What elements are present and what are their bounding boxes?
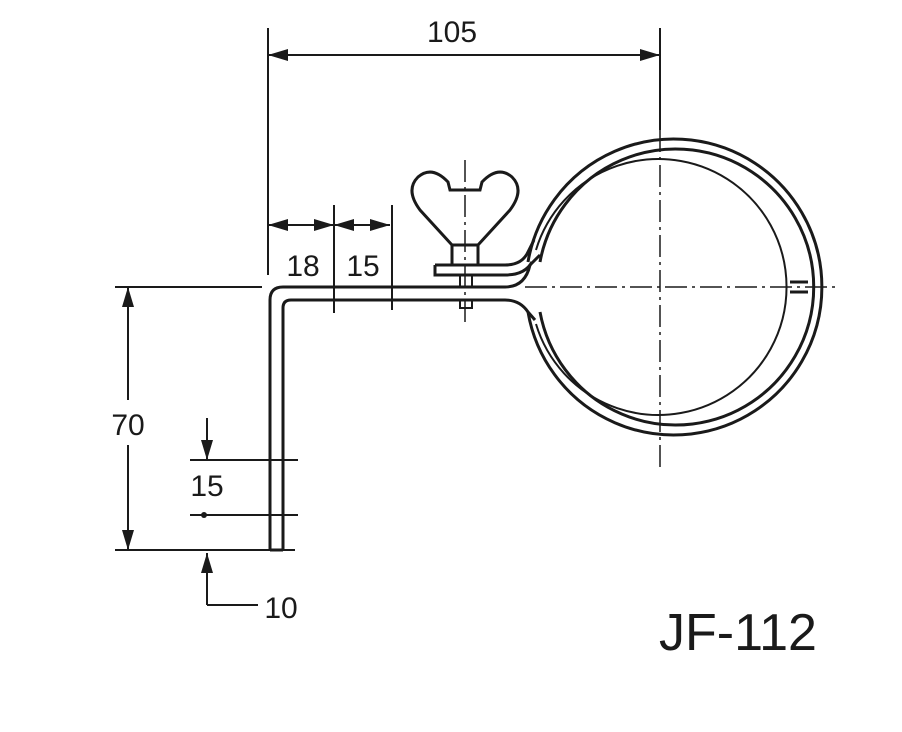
dimension-105: 105 — [267, 16, 661, 275]
model-number: JF-112 — [659, 604, 817, 662]
wing-nut-icon — [410, 170, 520, 309]
pipe-ring-clamp — [526, 137, 824, 437]
l-bracket — [268, 239, 542, 552]
dimension-15-holes-label: 15 — [190, 470, 223, 503]
dimension-70: 70 — [111, 286, 295, 551]
dimension-10: 10 — [201, 553, 298, 625]
dimension-18-label: 18 — [286, 250, 319, 283]
centerlines — [464, 130, 835, 468]
dimension-105-label: 105 — [427, 16, 477, 49]
dimension-18-15: 18 15 — [268, 205, 393, 313]
dimension-10-label: 10 — [264, 592, 297, 625]
dimension-15-top-label: 15 — [346, 250, 379, 283]
dimension-70-label: 70 — [111, 409, 144, 442]
dimension-15-holes: 15 — [190, 418, 298, 518]
